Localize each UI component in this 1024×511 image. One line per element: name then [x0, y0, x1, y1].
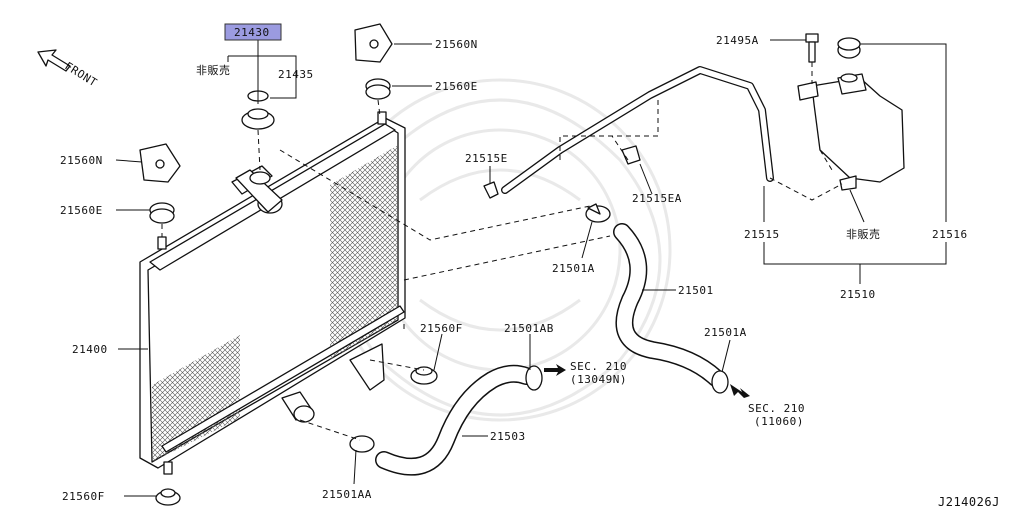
label-21515: 21515 [744, 228, 780, 241]
upper-hose [613, 223, 725, 387]
hose-clamp-lower [711, 370, 729, 394]
label-21516: 21516 [932, 228, 968, 241]
leader-lines [115, 39, 947, 497]
label-11060: (11060) [754, 415, 804, 428]
label-21501: 21501 [678, 284, 714, 297]
lower-hose [375, 364, 535, 476]
reservoir-tank [797, 73, 905, 191]
front-label: FRONT [62, 60, 99, 90]
front-arrow-icon [37, 49, 71, 72]
label-21560E-top: 21560E [435, 80, 478, 93]
label-21510: 21510 [840, 288, 876, 301]
label-21501AA: 21501AA [322, 488, 372, 501]
relation-lines [279, 96, 843, 441]
label-21435: 21435 [278, 68, 314, 81]
hose-clamp-ab [525, 365, 543, 391]
label-21495A: 21495A [716, 34, 759, 47]
radiator [139, 111, 406, 475]
part-labels: FRONT 21430 非販売 21435 21560N 21560E 2156… [60, 26, 1000, 509]
hose-clip-21515EA [621, 145, 641, 165]
label-sec210-b: SEC. 210 [748, 402, 805, 415]
lower-grommet-middle [410, 366, 438, 385]
radiator-cap [241, 108, 275, 171]
label-21560E-left: 21560E [60, 204, 103, 217]
mounting-bolt [805, 33, 819, 84]
highlight-box-21430 [224, 23, 282, 41]
direction-arrow-icon [730, 384, 750, 398]
label-not-sold-1: 非販売 [196, 64, 231, 77]
label-21560F-bottom: 21560F [62, 490, 105, 503]
upper-grommet-left [149, 202, 175, 237]
upper-grommet-top [365, 78, 391, 117]
reservoir-cap [837, 37, 861, 59]
label-21560N-left: 21560N [60, 154, 103, 167]
label-21501AB: 21501AB [504, 322, 554, 335]
label-sec210-a: SEC. 210 [570, 360, 627, 373]
hose-clip-21515E [483, 181, 499, 199]
hose-clamp-upper [585, 203, 611, 223]
label-21400: 21400 [72, 343, 108, 356]
upper-bracket-top [354, 23, 393, 63]
label-21560N-top: 21560N [435, 38, 478, 51]
label-13049N: (13049N) [570, 373, 627, 386]
diagram-code: J214026J [938, 495, 1000, 509]
hose-clamp-aa [349, 435, 375, 453]
direction-arrow-icon-2 [544, 364, 566, 376]
label-21430: 21430 [234, 26, 270, 39]
label-21515EA: 21515EA [632, 192, 682, 205]
label-21560F-mid: 21560F [420, 322, 463, 335]
upper-bracket-left [139, 143, 181, 183]
label-21501A-upper: 21501A [552, 262, 595, 275]
label-not-sold-2: 非販売 [846, 228, 881, 241]
label-21503: 21503 [490, 430, 526, 443]
overflow-hose [501, 66, 774, 194]
label-21501A-lower: 21501A [704, 326, 747, 339]
label-21515E: 21515E [465, 152, 508, 165]
lower-grommet-bottom [155, 488, 181, 506]
